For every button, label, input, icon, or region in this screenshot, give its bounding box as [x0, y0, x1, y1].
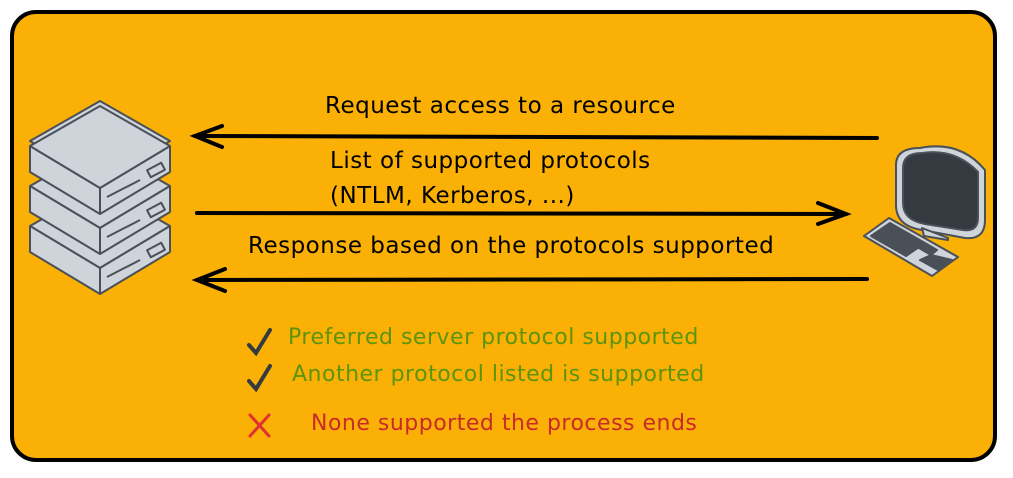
- server-icon: [29, 100, 171, 295]
- label-protocols-line2: (NTLM, Kerberos, ...): [330, 183, 575, 209]
- check-icon: [247, 328, 272, 357]
- computer-icon: [863, 145, 986, 277]
- outcome-preferred: Preferred server protocol supported: [288, 325, 699, 350]
- diagram-frame: [10, 10, 997, 462]
- label-request: Request access to a resource: [325, 93, 676, 119]
- cross-icon: [248, 413, 271, 438]
- outcome-another: Another protocol listed is supported: [292, 362, 705, 387]
- outcome-none: None supported the process ends: [311, 411, 698, 436]
- label-protocols-line1: List of supported protocols: [330, 148, 651, 174]
- arrow-request: [189, 124, 879, 149]
- arrow-response: [191, 267, 869, 293]
- label-response: Response based on the protocols supporte…: [248, 233, 775, 259]
- check-icon: [247, 364, 272, 393]
- arrow-protocols: [195, 201, 852, 226]
